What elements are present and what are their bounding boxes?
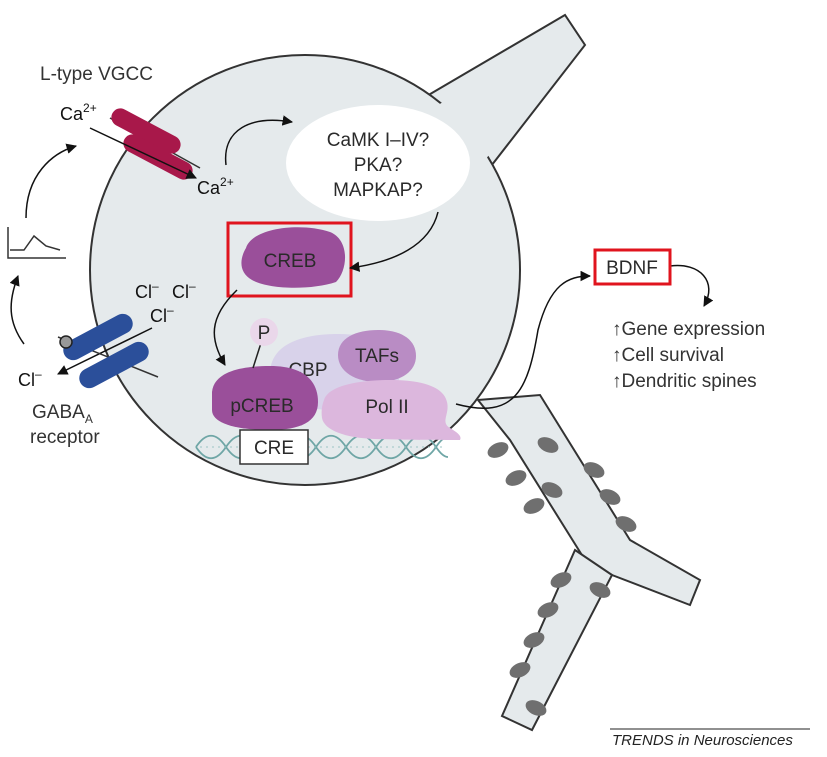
ca-inside-label: Ca2+ <box>197 175 234 198</box>
creb-protein <box>241 227 346 288</box>
ca-outside-label: Ca2+ <box>60 101 97 124</box>
creb-label: CREB <box>264 251 317 272</box>
gaba-a-receptor <box>57 313 159 389</box>
spine <box>523 632 545 648</box>
spine <box>537 437 559 453</box>
arrow-trace-to-ca <box>25 143 78 219</box>
cl-label-outside: Cl– <box>18 367 42 390</box>
spine <box>505 470 527 486</box>
spine <box>541 482 563 498</box>
tafs-protein <box>338 330 416 382</box>
spine <box>583 462 605 478</box>
arrow-cl-efflux <box>57 327 153 375</box>
spine <box>487 442 509 458</box>
gaba-a-label: GABAA <box>32 402 93 426</box>
spine <box>537 602 559 618</box>
pol-ii-protein <box>321 380 461 440</box>
dendritic-spines <box>487 437 637 716</box>
spine <box>599 489 621 505</box>
spine <box>525 700 547 716</box>
arrow-cl-to-trace <box>9 275 25 345</box>
spine <box>615 516 637 532</box>
cl-label-top-2: Cl– <box>172 279 196 302</box>
gaba-receptor-label: receptor <box>30 427 100 448</box>
effect-dendritic-spines: ↑Dendritic spines <box>612 371 757 392</box>
cre-label: CRE <box>254 438 294 459</box>
kinase-mapkap-label: MAPKAP? <box>333 180 423 201</box>
kinase-camk-label: CaMK I–IV? <box>327 130 429 151</box>
pcreb-protein <box>212 366 318 430</box>
spine <box>509 662 531 678</box>
journal-credit: TRENDS in Neurosciences <box>612 732 793 749</box>
arrow-bdnf-to-effects <box>669 264 714 307</box>
spine <box>523 498 545 514</box>
spine <box>550 572 572 588</box>
membrane-potential-trace <box>7 227 66 259</box>
tafs-label: TAFs <box>355 346 399 367</box>
pol-ii-label: Pol II <box>365 397 408 418</box>
arrow-creb-to-pcreb <box>213 289 238 366</box>
effect-gene-expression: ↑Gene expression <box>612 319 765 340</box>
spine <box>589 582 611 598</box>
effect-cell-survival: ↑Cell survival <box>612 345 724 366</box>
bdnf-highlight-box <box>593 248 672 286</box>
creb-highlight-box <box>226 221 353 298</box>
arrow-kinases-to-creb <box>348 211 439 272</box>
arrows <box>9 115 714 409</box>
arrow-ca-influx <box>89 127 197 179</box>
cre-box <box>239 429 309 465</box>
phosphate-label: P <box>258 323 271 344</box>
cl-label-top-1: Cl– <box>135 279 159 302</box>
pcreb-label: pCREB <box>230 396 293 417</box>
arrow-pol2-to-bdnf <box>455 270 592 409</box>
bdnf-label: BDNF <box>606 258 658 279</box>
cl-label-middle: Cl– <box>150 303 174 326</box>
phosphate-link <box>252 342 262 369</box>
kinase-pka-label: PKA? <box>354 155 403 176</box>
phosphate-group <box>250 318 278 346</box>
arrow-ca-to-kinases <box>224 115 294 166</box>
kinase-cloud <box>286 105 470 221</box>
gaba-binding-site <box>59 335 73 349</box>
vgcc-label: L-type VGCC <box>40 64 153 85</box>
